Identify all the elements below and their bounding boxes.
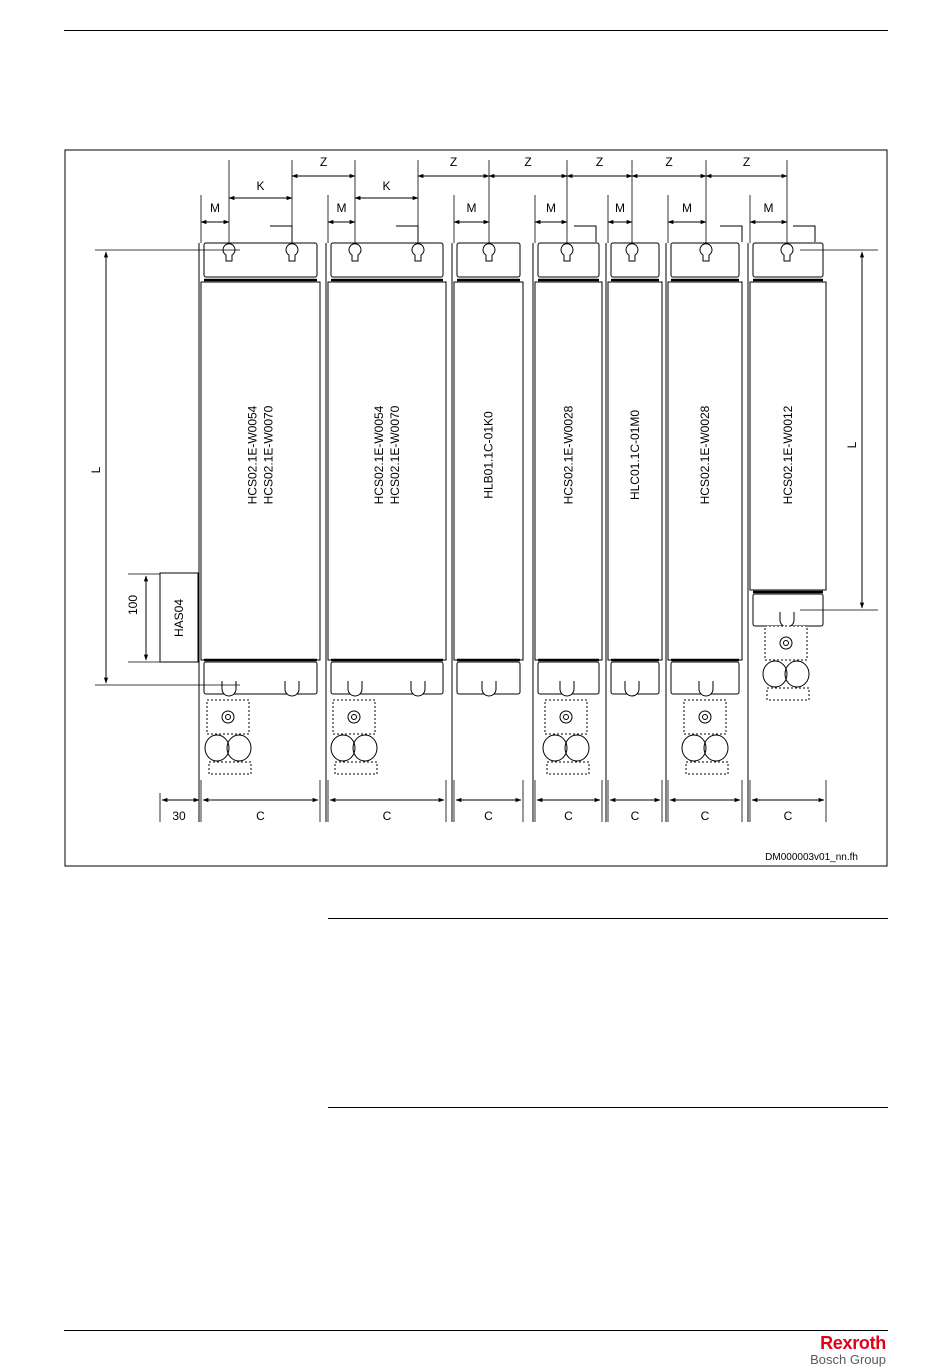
dimension-label-z: Z	[450, 155, 457, 169]
dimension-label-c: C	[383, 809, 392, 823]
module-type-label: HLB01.1C-01K0	[482, 411, 496, 499]
dimension-label-k: K	[256, 179, 264, 193]
cable-clamp	[686, 762, 728, 774]
dimension-label-100: 100	[126, 595, 140, 615]
cable-gland	[227, 735, 251, 761]
dimension-label-z: Z	[320, 155, 327, 169]
dimension-label-m: M	[615, 201, 625, 215]
dimension-label-m: M	[764, 201, 774, 215]
mounting-slot	[560, 681, 574, 696]
dimension-label-m: M	[546, 201, 556, 215]
mounting-slot	[699, 681, 713, 696]
module-bottom-plate	[204, 662, 317, 694]
cable-gland	[704, 735, 728, 761]
rexroth-logo: Rexroth Bosch Group	[790, 1333, 886, 1367]
brand-group: Bosch Group	[790, 1353, 886, 1367]
module-type-label: HCS02.1E-W0028	[698, 405, 712, 504]
cable-gland	[353, 735, 377, 761]
accessory-label: HAS04	[172, 599, 186, 637]
dimension-label-c: C	[564, 809, 573, 823]
module-type-label: HCS02.1E-W0054	[246, 405, 260, 504]
cable-clamp	[335, 762, 377, 774]
dimension-label-m: M	[467, 201, 477, 215]
mounting-bracket	[793, 226, 815, 242]
mounting-slot	[285, 681, 299, 696]
dimension-label-m: M	[210, 201, 220, 215]
dimension-label-m: M	[682, 201, 692, 215]
dimension-label-z: Z	[524, 155, 531, 169]
mounting-slot	[348, 681, 362, 696]
mounting-bracket	[396, 226, 418, 242]
dimension-label-l: L	[89, 466, 103, 473]
dimension-label-c: C	[256, 809, 265, 823]
dimension-label-z: Z	[743, 155, 750, 169]
mounting-slot	[780, 612, 794, 627]
connector-screw-center	[352, 715, 357, 720]
dimension-label-c: C	[784, 809, 793, 823]
brand-name: Rexroth	[790, 1333, 886, 1353]
cable-gland	[763, 661, 787, 687]
module-type-label: HCS02.1E-W0012	[781, 405, 795, 504]
dimension-label-c: C	[484, 809, 493, 823]
dimension-label-k: K	[382, 179, 390, 193]
module-type-label: HCS02.1E-W0054	[372, 405, 386, 504]
cable-gland	[682, 735, 706, 761]
dimension-label-c: C	[701, 809, 710, 823]
module-type-label: HLC01.1C-01M0	[628, 410, 642, 500]
figure-code: DM000003v01_nn.fh	[765, 852, 858, 863]
module-top-plate	[204, 243, 317, 277]
module-body	[328, 282, 446, 660]
cable-gland	[331, 735, 355, 761]
mounting-slot	[222, 681, 236, 696]
cable-gland	[785, 661, 809, 687]
connector-screw-center	[703, 715, 708, 720]
dimension-label-z: Z	[596, 155, 603, 169]
cable-clamp	[209, 762, 251, 774]
module-type-label: HCS02.1E-W0070	[388, 405, 402, 504]
mounting-bracket	[270, 226, 292, 242]
dimension-label-m: M	[337, 201, 347, 215]
mounting-slot	[625, 681, 639, 696]
connector-screw-center	[564, 715, 569, 720]
connector-screw-center	[226, 715, 231, 720]
dimension-label-c: C	[631, 809, 640, 823]
dimension-label-30: 30	[172, 809, 186, 823]
mounting-bracket	[574, 226, 596, 242]
module-top-plate	[331, 243, 443, 277]
dimension-label-z: Z	[665, 155, 672, 169]
cable-gland	[565, 735, 589, 761]
cable-clamp	[767, 688, 809, 700]
module-type-label: HCS02.1E-W0070	[262, 405, 276, 504]
mounting-slot	[482, 681, 496, 696]
module-body	[201, 282, 320, 660]
dimension-label-l: L	[845, 441, 859, 448]
connector-screw-center	[784, 641, 789, 646]
cable-gland	[543, 735, 567, 761]
mounting-bracket	[720, 226, 742, 242]
cable-gland	[205, 735, 229, 761]
mounting-slot	[411, 681, 425, 696]
module-type-label: HCS02.1E-W0028	[562, 405, 576, 504]
cable-clamp	[547, 762, 589, 774]
